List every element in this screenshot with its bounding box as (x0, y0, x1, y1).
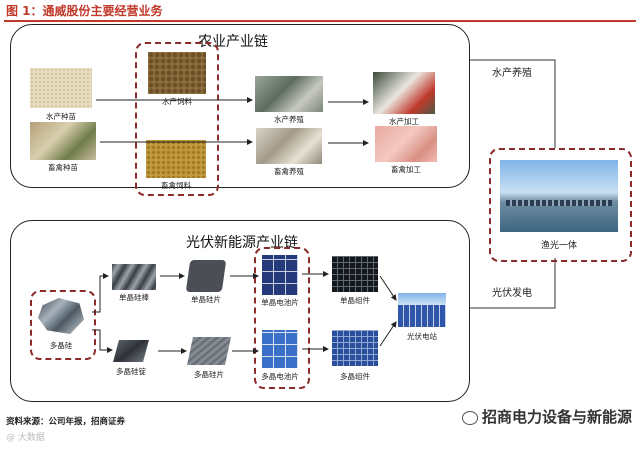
wechat-icon (462, 411, 478, 425)
watermark-right: 招商电力设备与新能源 (462, 406, 632, 427)
watermark-right-text: 招商电力设备与新能源 (482, 408, 632, 426)
source-note: 资料来源：公司年报，招商证券 (6, 415, 125, 427)
watermark-left: @ 大数据 (6, 430, 45, 443)
watermark-left-text: 大数据 (18, 433, 45, 443)
watermark-at-icon: @ (6, 433, 15, 443)
